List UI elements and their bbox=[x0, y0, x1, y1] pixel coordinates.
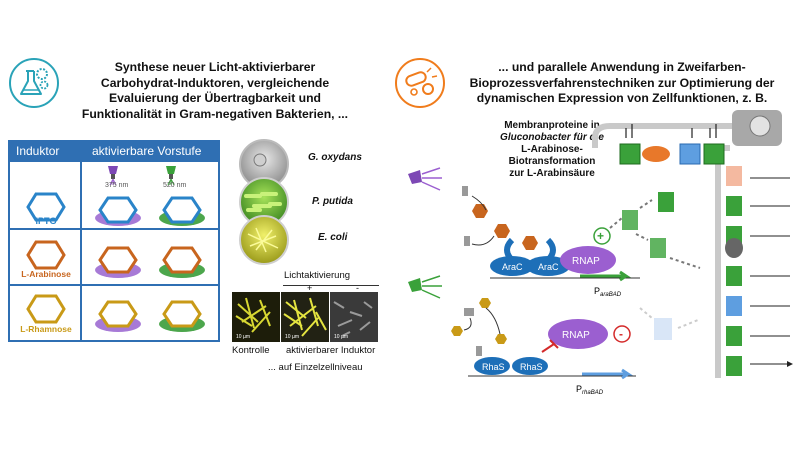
rnap-label-1: RNAP bbox=[572, 256, 600, 267]
iptg-hexagon-icon bbox=[26, 192, 66, 222]
rhamnose-precursors bbox=[95, 300, 205, 332]
activation-bar bbox=[283, 285, 379, 286]
col-header-precursor: aktivierbare Vorstufe bbox=[92, 144, 202, 158]
organism-g-oxydans: G. oxydans bbox=[308, 152, 362, 163]
single-cell-caption: ... auf Einzelzellniveau bbox=[268, 362, 363, 373]
arac-label-2: AraC bbox=[538, 262, 559, 272]
wavelength-375: 375 nm bbox=[105, 182, 129, 189]
organism-dishes bbox=[239, 139, 289, 265]
light-activation-heading: Lichtaktivierung bbox=[284, 270, 351, 281]
membrane-line-1: Membranproteine in bbox=[504, 120, 600, 131]
inductor-table: Induktor aktivierbare Vorstufe IPTG 375 … bbox=[8, 140, 220, 342]
activation-plus-sign: + bbox=[597, 229, 604, 243]
right-title-line-3: dynamischen Expression von Zellfunktione… bbox=[476, 91, 768, 105]
left-title-line-3: Evaluierung der Übertragbarkeit und bbox=[109, 91, 321, 105]
rnap-label-2: RNAP bbox=[562, 330, 590, 341]
right-title: ... und parallele Anwendung in Zweifarbe… bbox=[452, 60, 792, 107]
rhamnose-hexagon-icon bbox=[26, 294, 66, 324]
right-title-line-2: Bioprozessverfahrenstechniken zur Optimi… bbox=[469, 75, 775, 90]
activation-plus: + bbox=[307, 283, 313, 293]
organism-e-coli: E. coli bbox=[318, 232, 348, 243]
membrane-line-3: L-Arabinose- bbox=[521, 144, 583, 155]
row-label-rhamnose: L-Rhamnose bbox=[20, 324, 72, 334]
left-title-line-4: Funktionalität in Gram-negativen Bakteri… bbox=[81, 106, 349, 121]
uv-lamp-icon bbox=[108, 166, 118, 186]
rhas-label-2: RhaS bbox=[520, 362, 543, 372]
membrane-line-2: Gluconobacter für die bbox=[500, 132, 604, 143]
green-lamp-icon bbox=[166, 166, 176, 186]
arabinose-precursors bbox=[95, 246, 205, 278]
promoter-ara: ParaBAD bbox=[594, 286, 622, 298]
left-title: Synthese neuer Licht-aktivierbarer Carbo… bbox=[70, 60, 360, 122]
iptg-precursors bbox=[95, 196, 205, 226]
row-label-iptg: IPTG bbox=[35, 216, 57, 226]
scale-bar-1: 10 µm bbox=[236, 334, 250, 340]
label-inducer: aktivierbarer Induktor bbox=[286, 345, 376, 356]
membrane-line-5: zur L-Arabinsäure bbox=[509, 168, 595, 179]
membrane-line-4: Biotransformation bbox=[508, 156, 596, 167]
col-header-inductor: Induktor bbox=[16, 144, 60, 158]
promoter-rha: PrhaBAD bbox=[576, 384, 604, 396]
membrane-caption: Membranproteine in Gluconobacter für die… bbox=[496, 120, 608, 180]
microscopy-images: 10 µm 10 µm 10 µm bbox=[232, 292, 378, 342]
scale-bar-3: 10 µm bbox=[334, 334, 348, 340]
table-header: Induktor aktivierbare Vorstufe bbox=[10, 142, 218, 162]
wavelength-520: 520 nm bbox=[163, 182, 187, 189]
scale-bar-2: 10 µm bbox=[285, 334, 299, 340]
arabinose-hexagon-icon bbox=[26, 240, 66, 270]
left-title-line-2: Carbohydrat-Induktoren, vergleichende bbox=[100, 75, 330, 90]
arac-label-1: AraC bbox=[502, 262, 523, 272]
regulation-diagram: AraC AraC RNAP ParaBAD + RhaS RhaS RNAP … bbox=[408, 110, 797, 396]
repression-minus-sign: - bbox=[619, 327, 623, 341]
label-control: Kontrolle bbox=[232, 345, 270, 356]
bacteria-icon bbox=[395, 58, 445, 108]
organism-p-putida: P. putida bbox=[312, 196, 353, 207]
activation-minus: - bbox=[356, 283, 359, 293]
right-title-line-1: ... und parallele Anwendung in Zweifarbe… bbox=[498, 60, 746, 74]
row-label-arabinose: L-Arabinose bbox=[21, 269, 71, 279]
left-title-line-1: Synthese neuer Licht-aktivierbarer bbox=[114, 60, 316, 74]
rhas-label-1: RhaS bbox=[482, 362, 505, 372]
lab-flask-icon bbox=[9, 58, 59, 108]
